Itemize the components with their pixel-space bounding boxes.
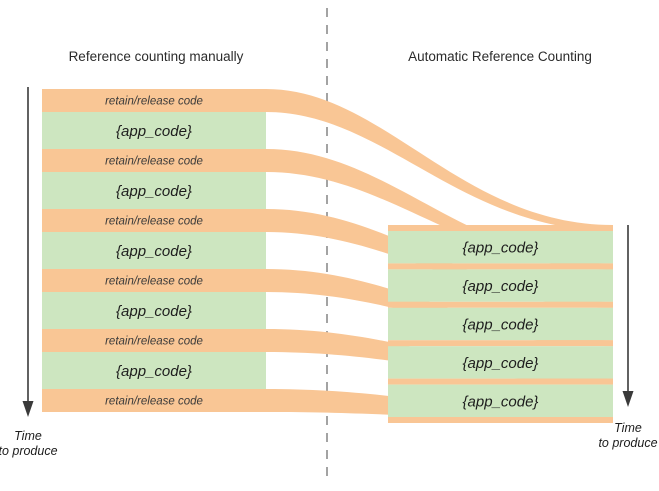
right-app-code-label: {app_code} <box>463 278 539 295</box>
right-app-code-block <box>388 307 613 341</box>
right-axis-label-line2: to produce <box>598 436 657 450</box>
left-app-code-block <box>42 172 266 209</box>
right-retain-release-separator <box>388 301 613 308</box>
left-app-code-label: {app_code} <box>116 303 192 320</box>
left-app-code-block <box>42 232 266 269</box>
left-app-code-label: {app_code} <box>116 123 192 140</box>
right-app-code-label: {app_code} <box>463 355 539 372</box>
left-app-code-label: {app_code} <box>116 243 192 260</box>
left-time-axis <box>22 87 34 417</box>
right-retain-release-separator <box>388 263 613 270</box>
right-app-code-label: {app_code} <box>463 240 539 257</box>
right-retain-release-separator <box>388 378 613 385</box>
right-retain-release-separator <box>388 340 613 347</box>
left-retain-release-band <box>42 389 266 412</box>
left-retain-release-label: retain/release code <box>105 336 203 348</box>
left-retain-release-label: retain/release code <box>105 276 203 288</box>
left-retain-release-label: retain/release code <box>105 156 203 168</box>
left-retain-release-label: retain/release code <box>105 396 203 408</box>
left-retain-release-band <box>42 269 266 292</box>
left-retain-release-band <box>42 89 266 112</box>
left-app-code-block <box>42 292 266 329</box>
left-retain-release-band <box>42 209 266 232</box>
left-column-heading: Reference counting manually <box>69 49 244 64</box>
right-app-code-label: {app_code} <box>463 317 539 334</box>
flow-ribbon <box>266 89 613 231</box>
left-stack-group: retain/release code {app_code} retain/rele… <box>42 89 266 412</box>
right-stack-group: {app_code} {app_code} {app_code} {app_code}… <box>388 225 613 423</box>
right-app-code-label: {app_code} <box>463 393 539 410</box>
right-axis-label-line1: Time <box>614 421 642 435</box>
right-time-axis <box>622 225 634 407</box>
right-app-code-block <box>388 231 613 264</box>
flow-ribbon <box>266 149 613 270</box>
right-app-code-block <box>388 384 613 417</box>
left-app-code-label: {app_code} <box>116 363 192 380</box>
right-app-code-block <box>388 269 613 302</box>
left-app-code-block <box>42 352 266 389</box>
right-column-heading: Automatic Reference Counting <box>408 49 592 64</box>
left-app-code-label: {app_code} <box>116 183 192 200</box>
left-axis-label-line1: Time <box>14 429 42 443</box>
right-retain-release-separator <box>388 225 613 231</box>
left-axis-label-line2: to produce <box>0 444 58 458</box>
left-retain-release-band <box>42 149 266 172</box>
left-retain-release-label: retain/release code <box>105 96 203 108</box>
left-app-code-block <box>42 112 266 149</box>
left-axis-arrowhead <box>22 401 34 417</box>
left-retain-release-band <box>42 329 266 352</box>
right-app-code-block <box>388 346 613 379</box>
right-retain-release-separator <box>388 417 613 423</box>
left-retain-release-label: retain/release code <box>105 216 203 228</box>
right-axis-arrowhead <box>622 391 634 407</box>
